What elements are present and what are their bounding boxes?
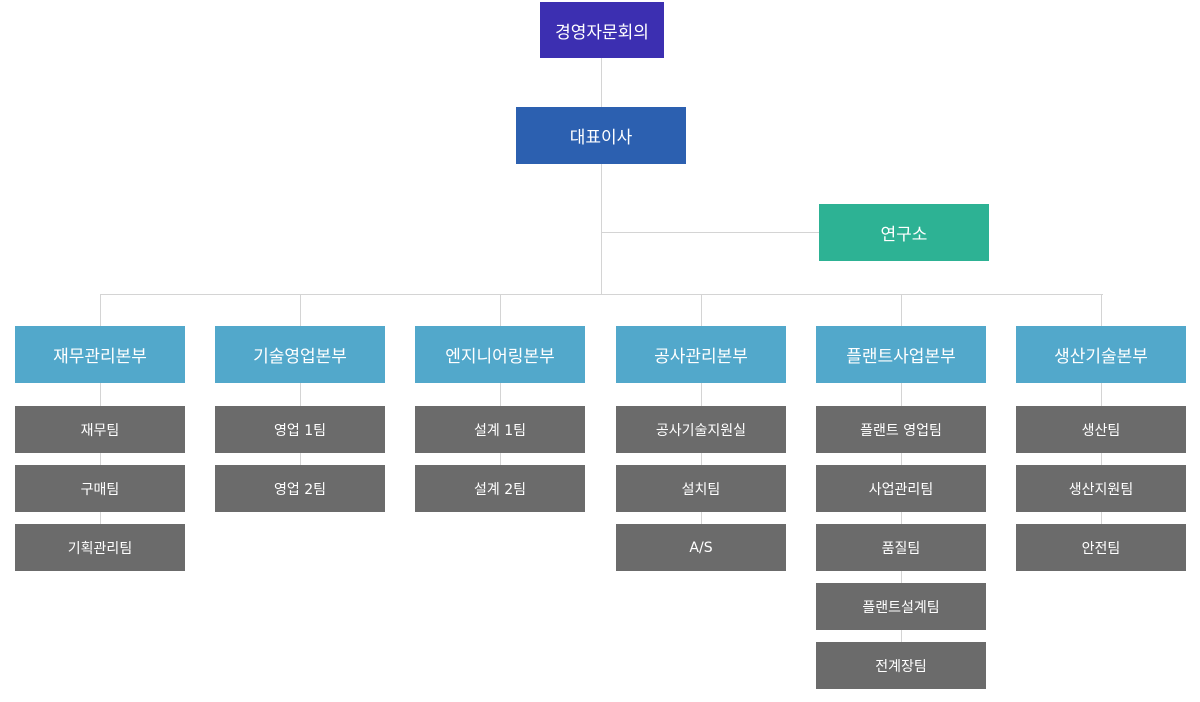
division-label: 기술영업본부: [253, 347, 347, 367]
division-box: 플랜트사업본부: [816, 326, 986, 383]
team-label: 플랜트설계팀: [862, 599, 940, 616]
team-box: 구매팀: [15, 465, 185, 512]
team-box: 설계 2팀: [415, 465, 585, 512]
division-box: 공사관리본부: [616, 326, 786, 383]
connector-division-drop: [1101, 294, 1102, 326]
division-label: 재무관리본부: [53, 347, 147, 367]
connector-division-bus: [101, 294, 1103, 295]
ceo-label: 대표이사: [569, 128, 633, 148]
division-box: 엔지니어링본부: [415, 326, 585, 383]
team-box: 설계 1팀: [415, 406, 585, 453]
team-box: 기획관리팀: [15, 524, 185, 571]
division-label: 생산기술본부: [1054, 347, 1148, 367]
team-box: 생산지원팀: [1016, 465, 1186, 512]
team-label: 구매팀: [80, 481, 120, 498]
team-label: 생산지원팀: [1068, 481, 1134, 498]
team-box: 안전팀: [1016, 524, 1186, 571]
team-label: 전계장팀: [875, 658, 927, 675]
team-box: 플랜트설계팀: [816, 583, 986, 630]
team-box: 공사기술지원실: [616, 406, 786, 453]
team-box: 전계장팀: [816, 642, 986, 689]
team-box: 재무팀: [15, 406, 185, 453]
lab-box: 연구소: [819, 204, 989, 261]
team-box: 품질팀: [816, 524, 986, 571]
team-box: 영업 2팀: [215, 465, 385, 512]
division-label: 공사관리본부: [654, 347, 748, 367]
division-box: 기술영업본부: [215, 326, 385, 383]
team-label: 플랜트 영업팀: [860, 422, 942, 439]
connector-division-drop: [701, 294, 702, 326]
team-label: 영업 1팀: [274, 422, 326, 439]
connector-division-drop: [500, 294, 501, 326]
lab-label: 연구소: [880, 225, 928, 245]
connector-ceo-trunk: [601, 164, 602, 294]
connector-division-drop: [300, 294, 301, 326]
connector-division-drop: [100, 294, 101, 326]
team-label: 기획관리팀: [67, 540, 133, 557]
team-box: 영업 1팀: [215, 406, 385, 453]
team-label: 품질팀: [881, 540, 921, 557]
team-label: 설계 1팀: [474, 422, 526, 439]
team-label: 재무팀: [80, 422, 120, 439]
team-box: A/S: [616, 524, 786, 571]
team-label: 안전팀: [1081, 540, 1121, 557]
board-box: 경영자문회의: [540, 2, 664, 58]
connector-lab: [601, 232, 819, 233]
team-label: 설계 2팀: [474, 481, 526, 498]
team-box: 사업관리팀: [816, 465, 986, 512]
connector-division-drop: [901, 294, 902, 326]
team-box: 플랜트 영업팀: [816, 406, 986, 453]
division-label: 엔지니어링본부: [445, 347, 555, 367]
board-label: 경영자문회의: [555, 22, 649, 43]
team-label: 사업관리팀: [868, 481, 934, 498]
team-box: 생산팀: [1016, 406, 1186, 453]
division-box: 생산기술본부: [1016, 326, 1186, 383]
division-label: 플랜트사업본부: [846, 347, 956, 367]
division-box: 재무관리본부: [15, 326, 185, 383]
ceo-box: 대표이사: [516, 107, 686, 164]
team-label: A/S: [689, 539, 713, 556]
connector-board-ceo: [601, 58, 602, 107]
team-label: 공사기술지원실: [655, 422, 747, 439]
team-label: 생산팀: [1081, 422, 1121, 439]
team-box: 설치팀: [616, 465, 786, 512]
team-label: 설치팀: [681, 481, 721, 498]
team-label: 영업 2팀: [274, 481, 326, 498]
